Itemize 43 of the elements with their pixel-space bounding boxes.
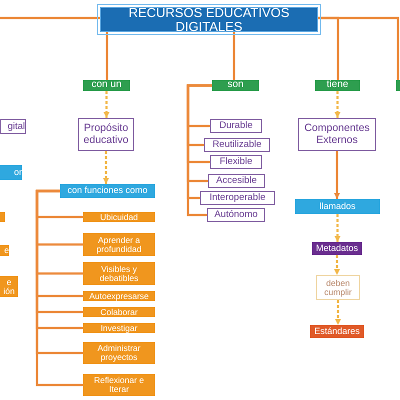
arrow bbox=[104, 91, 110, 118]
linking-phrase-box: or bbox=[0, 165, 22, 180]
function-box: e bbox=[0, 245, 9, 256]
linking-phrase-box: son bbox=[212, 80, 259, 91]
concept-box: Estándares bbox=[310, 325, 364, 338]
connector-line bbox=[232, 32, 236, 80]
function-box bbox=[0, 212, 5, 222]
function-box: Autoexpresarse bbox=[83, 291, 155, 301]
characteristic-box: Reutilizable bbox=[204, 138, 270, 152]
linking-phrase-box: con un bbox=[83, 80, 130, 91]
title-box: RECURSOS EDUCATIVOS DIGITALES bbox=[100, 7, 318, 32]
concept-box: gital bbox=[0, 119, 26, 134]
concept-box: Componentes Externos bbox=[298, 118, 376, 151]
connector-line bbox=[318, 16, 400, 80]
characteristic-box: Autónomo bbox=[207, 208, 265, 222]
function-box: Ubicuidad bbox=[83, 212, 155, 222]
linking-phrase-box: llamados bbox=[295, 199, 380, 214]
connector-line bbox=[106, 32, 108, 80]
characteristic-box: Interoperable bbox=[200, 191, 275, 205]
characteristic-box: Durable bbox=[210, 119, 262, 133]
linking-phrase-box: tiene bbox=[315, 80, 360, 91]
linking-phrase-box bbox=[396, 80, 400, 91]
function-box: Colaborar bbox=[83, 307, 155, 317]
connector-line bbox=[36, 190, 83, 386]
connector-line bbox=[0, 16, 100, 20]
function-box: Investigar bbox=[83, 323, 155, 333]
function-box: Reflexionar e Iterar bbox=[83, 374, 155, 396]
characteristic-box: Accesible bbox=[208, 174, 265, 188]
function-box: Aprender a profundidad bbox=[83, 233, 155, 256]
linking-phrase-box: deben cumplir bbox=[316, 275, 360, 300]
arrow bbox=[335, 300, 341, 325]
function-box: Administrar proyectos bbox=[83, 342, 155, 364]
function-box: Visibles y debatibles bbox=[83, 262, 155, 285]
arrow bbox=[334, 91, 340, 118]
arrow bbox=[334, 255, 340, 275]
characteristic-box: Flexible bbox=[210, 155, 262, 169]
linking-phrase-box: con funciones como bbox=[60, 184, 155, 198]
arrow bbox=[334, 214, 340, 242]
function-box: e ión bbox=[0, 276, 18, 297]
concept-box: Propósito educativo bbox=[78, 118, 134, 151]
concept-box: Metadatos bbox=[312, 242, 362, 255]
arrow bbox=[103, 151, 109, 184]
arrow bbox=[334, 151, 340, 199]
